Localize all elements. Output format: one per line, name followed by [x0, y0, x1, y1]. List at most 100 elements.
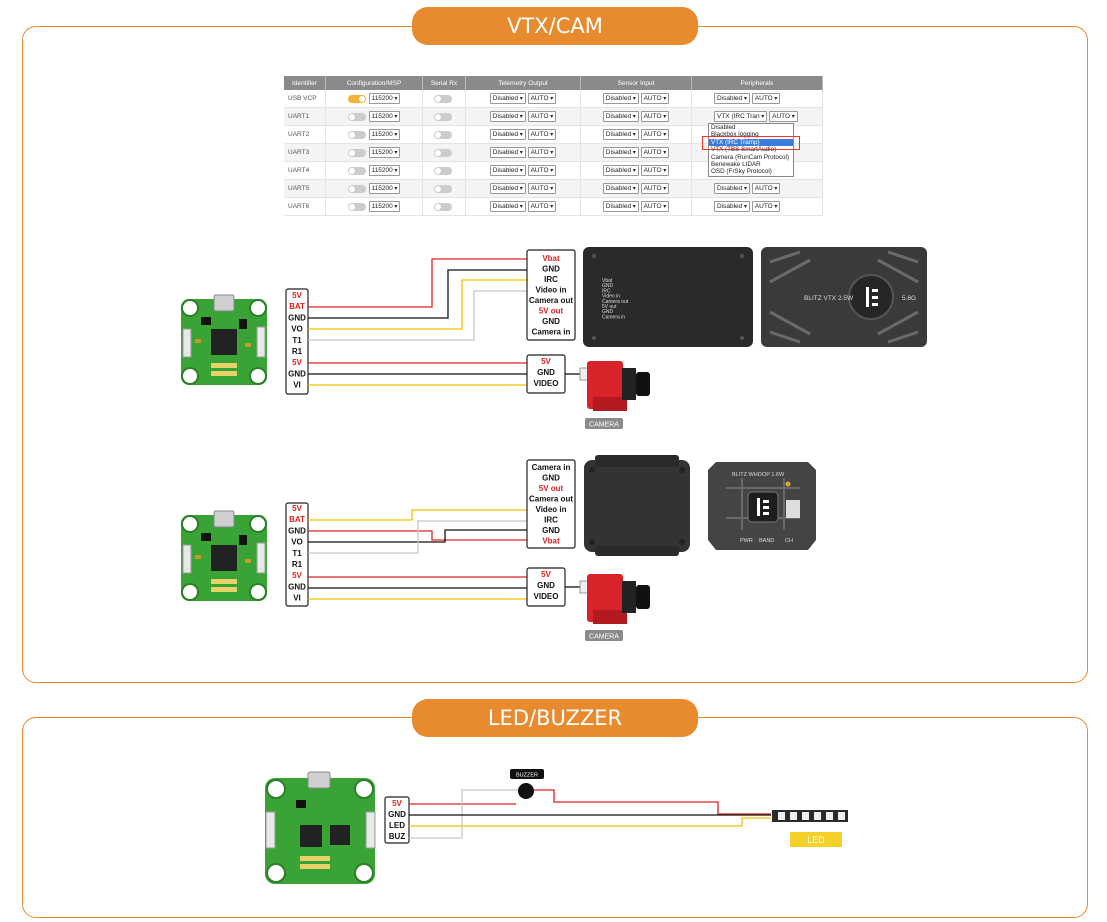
- port-identifier: UART6: [284, 197, 326, 216]
- port-row: UART6115200Disabled AUTODisabled AUTODis…: [284, 197, 823, 216]
- wiring1-fc-board: [180, 294, 268, 386]
- msp-baud-select[interactable]: 115200: [368, 165, 401, 176]
- sensor-rate-select[interactable]: AUTO: [640, 201, 670, 212]
- wiring2-vtx-pin-box: [526, 459, 576, 549]
- msp-baud-select[interactable]: 115200: [368, 129, 401, 140]
- sensor-rate-select[interactable]: AUTO: [640, 147, 670, 158]
- peripheral-select[interactable]: Disabled: [714, 201, 750, 212]
- dropdown-option[interactable]: Blackbox logging: [711, 131, 759, 139]
- sensor-rate-select[interactable]: AUTO: [640, 165, 670, 176]
- serial-rx-cell: [422, 107, 466, 126]
- port-row: USB VCP115200Disabled AUTODisabled AUTOD…: [284, 90, 823, 108]
- sensor-select[interactable]: Disabled: [602, 147, 639, 158]
- msp-baud-select[interactable]: 115200: [368, 183, 401, 194]
- serial-rx-toggle[interactable]: [433, 112, 452, 121]
- peripheral-rate-select[interactable]: AUTO: [751, 201, 781, 212]
- led-tag: [790, 832, 842, 847]
- serial-rx-cell: [422, 90, 466, 108]
- serial-rx-toggle[interactable]: [433, 148, 452, 157]
- fc-pin-label: BUZ: [389, 832, 406, 841]
- peripheral-rate-select[interactable]: AUTO: [751, 93, 781, 104]
- msp-toggle[interactable]: [347, 148, 366, 157]
- sensor-cell: Disabled AUTO: [580, 143, 692, 162]
- dropdown-option[interactable]: Benewake LIDAR: [711, 161, 761, 169]
- peripheral-select[interactable]: Disabled: [714, 183, 750, 194]
- serial-rx-toggle[interactable]: [433, 184, 452, 193]
- telemetry-cell: Disabled AUTO: [465, 197, 581, 216]
- serial-rx-toggle[interactable]: [433, 202, 452, 211]
- dropdown-option[interactable]: VTX (IRC Tramp): [709, 138, 793, 147]
- telemetry-rate-select[interactable]: AUTO: [527, 183, 557, 194]
- wiring2-vtx-led-ch: CH: [785, 538, 793, 544]
- peripheral-select[interactable]: VTX (IRC Tran: [714, 111, 768, 122]
- peripheral-rate-select[interactable]: AUTO: [751, 183, 781, 194]
- msp-baud-select[interactable]: 115200: [368, 93, 401, 104]
- dropdown-option[interactable]: Disabled: [711, 124, 736, 131]
- sensor-select[interactable]: Disabled: [602, 165, 639, 176]
- telemetry-rate-select[interactable]: AUTO: [527, 93, 557, 104]
- msp-baud-select[interactable]: 115200: [368, 147, 401, 158]
- telemetry-rate-select[interactable]: AUTO: [527, 147, 557, 158]
- sensor-select[interactable]: Disabled: [602, 111, 639, 122]
- telemetry-select[interactable]: Disabled: [489, 201, 526, 212]
- telemetry-rate-select[interactable]: AUTO: [527, 201, 557, 212]
- sensor-select[interactable]: Disabled: [602, 201, 639, 212]
- msp-toggle[interactable]: [347, 94, 366, 103]
- telemetry-rate-select[interactable]: AUTO: [527, 129, 557, 140]
- wiring1-camera-tag: [585, 418, 623, 429]
- msp-toggle[interactable]: [347, 130, 366, 139]
- fc-pin-label: LED: [389, 821, 405, 830]
- telemetry-select[interactable]: Disabled: [489, 129, 526, 140]
- telemetry-select[interactable]: Disabled: [489, 111, 526, 122]
- buzzer: [518, 783, 534, 799]
- col-telemetry-output: Telemetry Output: [465, 76, 581, 90]
- col-serial-rx: Serial Rx: [422, 76, 466, 90]
- sensor-rate-select[interactable]: AUTO: [640, 129, 670, 140]
- telemetry-select[interactable]: Disabled: [489, 183, 526, 194]
- msp-toggle[interactable]: [347, 112, 366, 121]
- vtx-silk-label: Camera out: [602, 299, 629, 305]
- wiring2-camera-tag: [585, 630, 623, 641]
- telemetry-select[interactable]: Disabled: [489, 93, 526, 104]
- telemetry-rate-select[interactable]: AUTO: [527, 165, 557, 176]
- sensor-select[interactable]: Disabled: [602, 183, 639, 194]
- sensor-rate-select[interactable]: AUTO: [640, 111, 670, 122]
- dropdown-option[interactable]: OSD (FrSky Protocol): [711, 168, 772, 176]
- telemetry-select[interactable]: Disabled: [489, 147, 526, 158]
- serial-rx-toggle[interactable]: [433, 166, 452, 175]
- vtx-silk-label: IRC: [602, 288, 611, 294]
- wiring3-fc-pin-box: [384, 796, 410, 844]
- msp-baud-select[interactable]: 115200: [368, 201, 401, 212]
- serial-rx-toggle[interactable]: [433, 94, 452, 103]
- telemetry-rate-select[interactable]: AUTO: [527, 111, 557, 122]
- msp-toggle[interactable]: [347, 166, 366, 175]
- msp-cell: 115200: [325, 161, 423, 180]
- peripheral-rate-select[interactable]: AUTO: [769, 111, 798, 122]
- serial-rx-toggle[interactable]: [433, 130, 452, 139]
- peripheral-select[interactable]: Disabled: [714, 93, 750, 104]
- sensor-rate-select[interactable]: AUTO: [640, 183, 670, 194]
- vtx-silk-label: 5V out: [602, 304, 617, 310]
- sensor-select[interactable]: Disabled: [602, 129, 639, 140]
- col-sensor-input: Sensor Input: [580, 76, 692, 90]
- sensor-cell: Disabled AUTO: [580, 125, 692, 144]
- vtx-pin-label: GND: [542, 317, 560, 326]
- msp-toggle[interactable]: [347, 184, 366, 193]
- dropdown-option[interactable]: Camera (RunCam Protocol): [711, 153, 790, 161]
- vtx-pin-label: Camera in: [532, 463, 571, 472]
- col-configuration-msp: Configuration/MSP: [325, 76, 423, 90]
- led-strip: [772, 810, 848, 822]
- telemetry-select[interactable]: Disabled: [489, 165, 526, 176]
- sensor-select[interactable]: Disabled: [602, 93, 639, 104]
- sensor-rate-select[interactable]: AUTO: [640, 93, 670, 104]
- vtx-silk-label: Camera in: [602, 314, 625, 320]
- fc-pin-label: BAT: [289, 515, 305, 524]
- wiring1-vtx-label: BLITZ VTX 2.5W: [804, 295, 854, 302]
- wiring2-camera: [579, 574, 650, 624]
- msp-baud-select[interactable]: 115200: [368, 111, 401, 122]
- msp-toggle[interactable]: [347, 202, 366, 211]
